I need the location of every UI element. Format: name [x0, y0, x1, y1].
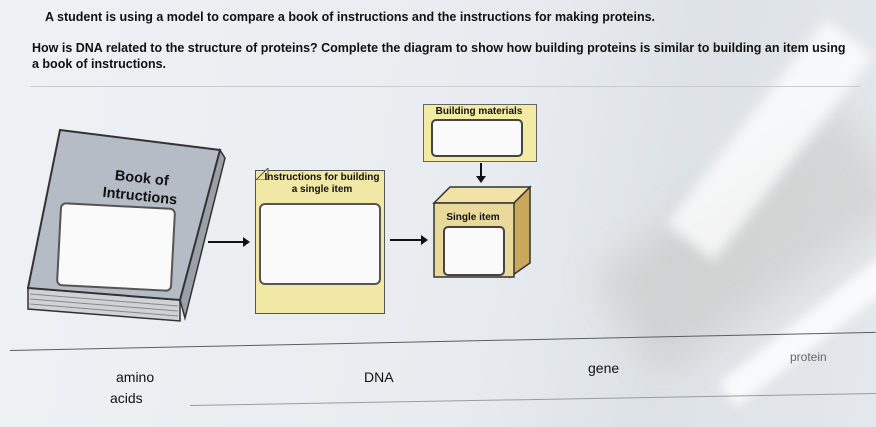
folded-corner-icon [256, 168, 269, 180]
word-gene[interactable]: gene [588, 360, 620, 376]
instructions-answer-box[interactable] [259, 203, 381, 285]
book-answer-box[interactable] [55, 202, 177, 292]
word-amino-acids-line2[interactable]: acids [110, 390, 143, 406]
word-protein[interactable]: protein [790, 350, 827, 364]
arrow-right-icon [390, 235, 428, 245]
word-dna[interactable]: DNA [364, 369, 394, 385]
diagram-border [30, 86, 860, 87]
word-amino-acids-line1[interactable]: amino [116, 369, 155, 385]
arrow-right-icon [208, 237, 250, 247]
arrow-down-icon [476, 163, 486, 183]
building-materials-label: Building materials [435, 106, 523, 117]
single-item-label: Single item [446, 212, 500, 223]
materials-answer-box[interactable] [431, 119, 523, 157]
instructions-text: How is DNA related to the structure of p… [32, 41, 846, 71]
question-text: A student is using a model to compare a … [45, 10, 656, 24]
single-item-answer-box[interactable] [443, 226, 505, 276]
instructions-card-label: Instructions for building a single item [264, 172, 380, 195]
